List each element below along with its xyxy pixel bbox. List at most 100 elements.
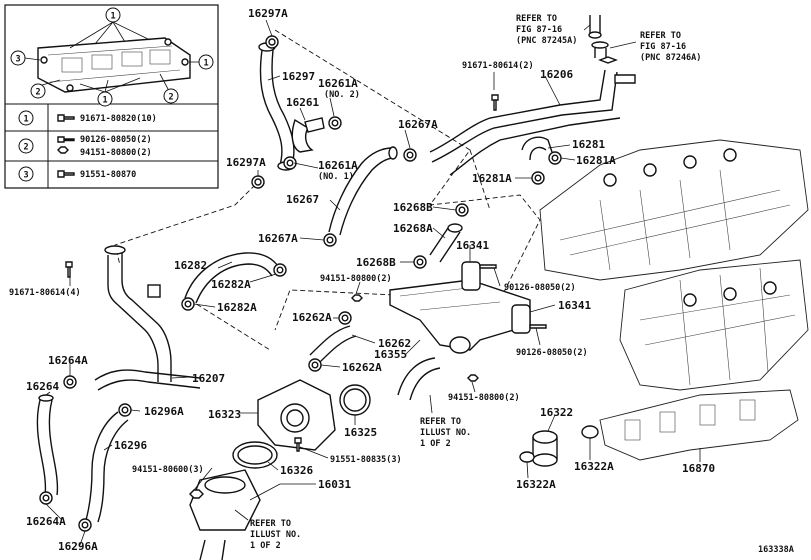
label-16261A-no1-sub: (NO. 1) xyxy=(318,172,354,182)
clamp-16282A-bottom xyxy=(181,297,195,311)
label-16322A-right: 16322A xyxy=(574,460,614,473)
label-16264: 16264 xyxy=(26,380,59,393)
svg-text:ILLUST NO.: ILLUST NO. xyxy=(250,530,301,540)
label-16355: 16355 xyxy=(374,348,407,361)
nut-icon xyxy=(57,146,69,154)
hose-16264 xyxy=(36,394,59,496)
hose-16267 xyxy=(328,146,398,236)
legend-row-1: 1 91671-80820(10) xyxy=(18,110,157,126)
bolt-icon xyxy=(491,94,499,111)
label-16268B-bottom: 16268B xyxy=(356,256,396,269)
label-16341-top: 16341 xyxy=(456,239,489,252)
label-16282A-bottom: 16282A xyxy=(217,301,257,314)
legend-row-2: 2 90126-08050(2) 94151-80800(2) xyxy=(18,135,152,158)
label-16207: 16207 xyxy=(192,372,225,385)
callout-2-right: 2 xyxy=(159,73,179,104)
reference-note-mid: REFER TO ILLUST NO. 1 OF 2 xyxy=(420,417,471,449)
svg-text:91551-80870: 91551-80870 xyxy=(80,170,136,180)
gasket-16341-top xyxy=(461,261,481,291)
hose-16262 xyxy=(309,325,357,365)
svg-text:REFER TO: REFER TO xyxy=(420,417,461,427)
label-16267A-right: 16267A xyxy=(398,118,438,131)
label-16264A-bottom: 16264A xyxy=(26,515,66,528)
label-16268B-top: 16268B xyxy=(393,201,433,214)
label-90126-08050-right: 90126-08050(2) xyxy=(504,283,576,293)
label-16281A-right: 16281A xyxy=(576,154,616,167)
clamp-16268B-top xyxy=(455,203,469,217)
stud-icon xyxy=(57,136,75,143)
label-16870: 16870 xyxy=(682,462,715,475)
ref-hose-bottom xyxy=(199,539,226,560)
clamp-16261A-no1 xyxy=(283,156,297,170)
svg-text:2: 2 xyxy=(35,88,40,98)
label-91671-80614-top: 91671-80614(2) xyxy=(462,61,534,71)
callout-2-left: 2 xyxy=(30,79,61,99)
label-16262A-top: 16262A xyxy=(292,311,332,324)
hose-16268A xyxy=(429,223,463,263)
svg-text:(PNC 87246A): (PNC 87246A) xyxy=(640,53,701,63)
svg-text:(PNC 87245A): (PNC 87245A) xyxy=(516,36,577,46)
label-16297A-left: 16297A xyxy=(226,156,266,169)
bolt-icon xyxy=(57,170,75,178)
pipe-16322 xyxy=(532,430,558,467)
label-16261: 16261 xyxy=(286,96,319,109)
svg-text:2: 2 xyxy=(23,143,28,153)
label-16296A-top: 16296A xyxy=(144,405,184,418)
callout-1-top: 1 xyxy=(69,7,151,49)
gasket-inset-illustration xyxy=(37,37,191,93)
callout-1-bottom: 1 xyxy=(79,77,141,107)
svg-text:FIG 87-16: FIG 87-16 xyxy=(640,42,686,52)
clamp-16296A-bottom xyxy=(78,518,92,532)
label-16031: 16031 xyxy=(318,478,351,491)
clamp-16281A-left xyxy=(531,171,545,185)
clamp-16296A-top xyxy=(118,403,132,417)
svg-text:ILLUST NO.: ILLUST NO. xyxy=(420,428,471,438)
label-16281: 16281 xyxy=(572,138,605,151)
gasket-16325 xyxy=(339,384,371,416)
ref-pipes-top xyxy=(588,15,609,58)
label-16267: 16267 xyxy=(286,193,319,206)
label-16282: 16282 xyxy=(174,259,207,272)
clamp-16267A-right xyxy=(403,148,417,162)
label-16322: 16322 xyxy=(540,406,573,419)
clamp-16267A-left xyxy=(323,233,337,247)
reference-note-top-left: REFER TO FIG 87-16 (PNC 87245A) xyxy=(516,14,577,46)
label-16322A-left: 16322A xyxy=(516,478,556,491)
label-16262: 16262 xyxy=(378,337,411,350)
clamp-16264A-top xyxy=(63,375,77,389)
svg-text:1 OF 2: 1 OF 2 xyxy=(420,439,451,449)
hose-16282 xyxy=(184,252,279,304)
label-90126-08050-lower: 90126-08050(2) xyxy=(516,348,588,358)
label-16264A-top: 16264A xyxy=(48,354,88,367)
o-ring-16322A-left xyxy=(519,451,535,463)
label-16296: 16296 xyxy=(114,439,147,452)
svg-text:90126-08050(2): 90126-08050(2) xyxy=(80,135,152,145)
label-16281A-left: 16281A xyxy=(472,172,512,185)
clamp-16297A-top xyxy=(265,35,279,49)
reference-note-top-right: REFER TO FIG 87-16 (PNC 87246A) xyxy=(640,31,701,63)
clamp-16282A-top xyxy=(273,263,287,277)
svg-text:REFER TO: REFER TO xyxy=(640,31,681,41)
assembly-dashed-outline xyxy=(114,29,541,351)
clamp-16268B-bottom xyxy=(413,255,427,269)
label-91551-80835: 91551-80835(3) xyxy=(330,455,402,465)
legend-inset: 1 1 2 2 3 1 1 xyxy=(4,4,219,189)
clamp-16297A-left xyxy=(251,175,265,189)
stud-icon xyxy=(479,264,497,269)
svg-text:91671-80820(10): 91671-80820(10) xyxy=(80,114,157,124)
callout-3-left: 3 xyxy=(10,50,41,66)
label-16297A-top: 16297A xyxy=(248,7,288,20)
svg-text:REFER TO: REFER TO xyxy=(250,519,291,529)
label-16268A: 16268A xyxy=(393,222,433,235)
legend-row-3: 3 91551-80870 xyxy=(18,166,136,182)
label-16341-right: 16341 xyxy=(558,299,591,312)
manifold-16870 xyxy=(599,389,799,461)
water-outlet-16323 xyxy=(257,379,336,451)
svg-text:94151-80800(2): 94151-80800(2) xyxy=(80,148,152,158)
label-91671-80614-left: 91671-80614(4) xyxy=(9,288,81,298)
svg-text:1: 1 xyxy=(110,12,115,22)
nut-icon xyxy=(351,294,363,302)
pipe-16355 xyxy=(389,279,531,354)
ref-hose-mid xyxy=(397,357,441,401)
